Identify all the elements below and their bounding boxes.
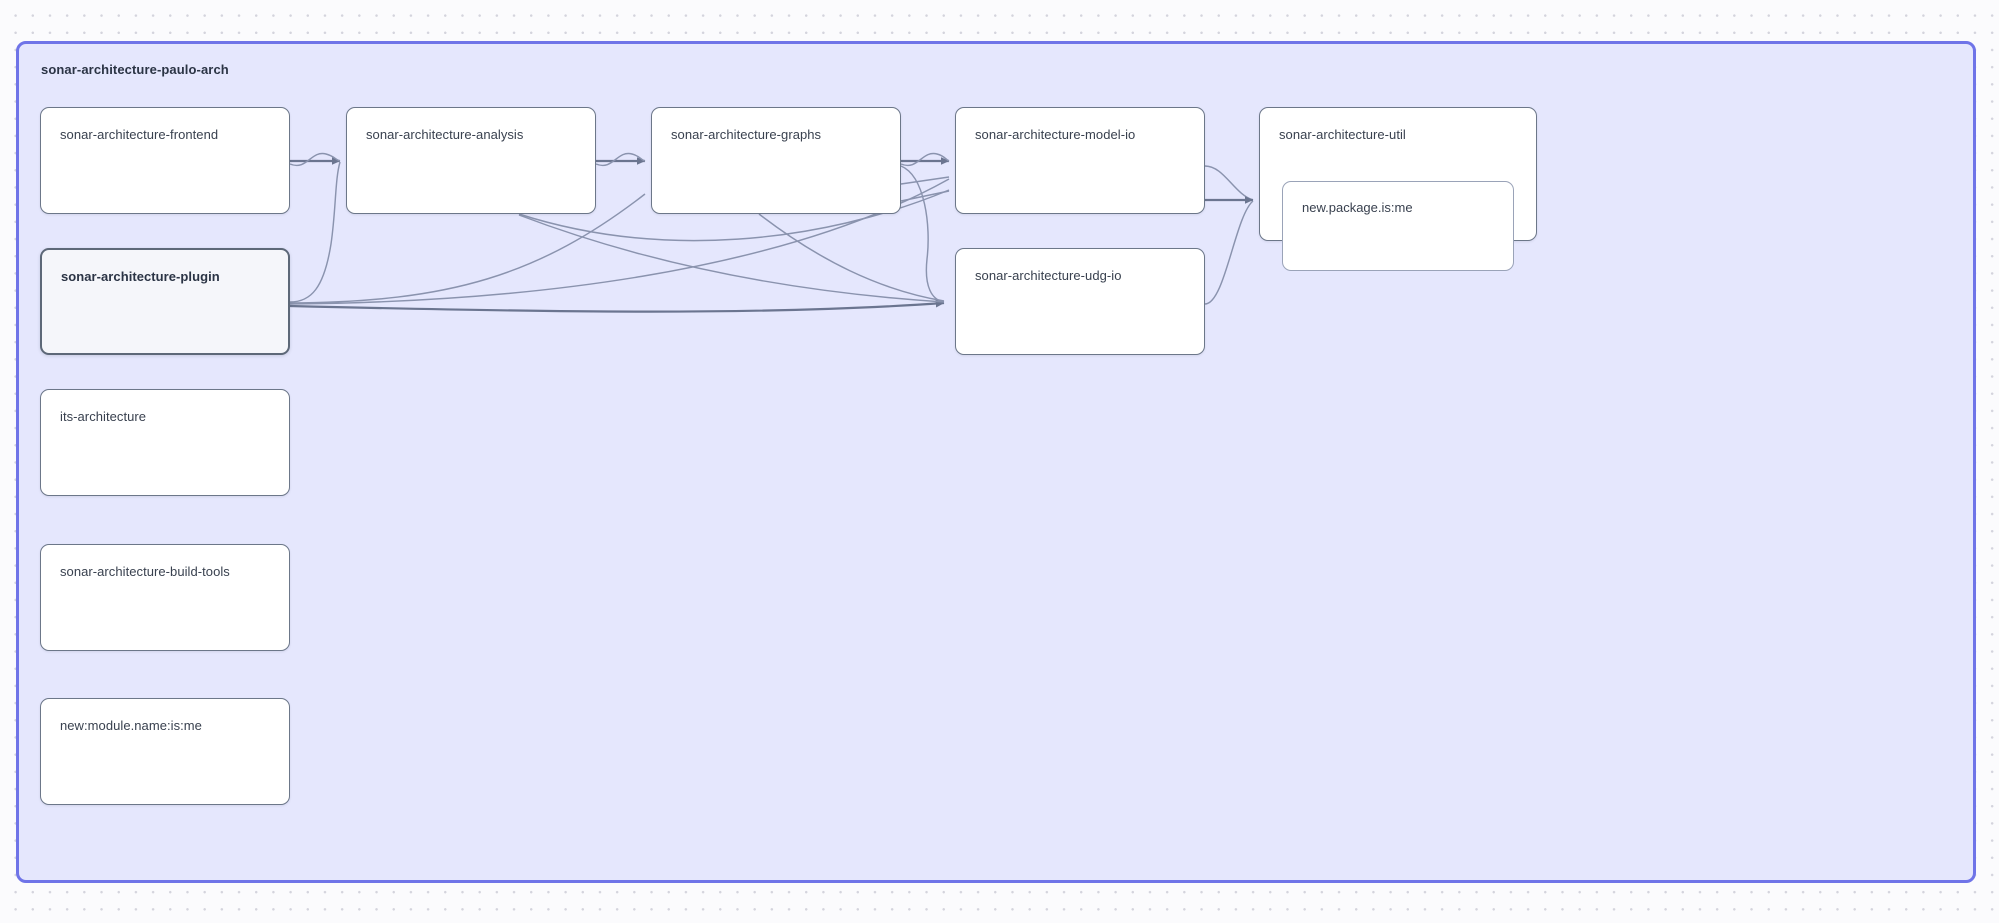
group-title: sonar-architecture-paulo-arch xyxy=(41,62,229,77)
node-label: sonar-architecture-frontend xyxy=(60,127,219,142)
node-sonar-architecture-frontend[interactable]: sonar-architecture-frontend xyxy=(40,107,290,214)
node-label: sonar-architecture-build-tools xyxy=(60,564,230,579)
node-label: sonar-architecture-util xyxy=(1279,127,1406,142)
node-label: sonar-architecture-analysis xyxy=(366,127,524,142)
node-label: sonar-architecture-model-io xyxy=(975,127,1136,142)
node-sonar-architecture-analysis[interactable]: sonar-architecture-analysis xyxy=(346,107,596,214)
edge-graphs-model-io-alt2 xyxy=(900,190,950,202)
node-new-module-name-is-me[interactable]: new:module.name:is:me xyxy=(40,698,290,805)
node-sonar-architecture-util[interactable]: sonar-architecture-util new.package.is:m… xyxy=(1259,107,1537,271)
node-label: sonar-architecture-udg-io xyxy=(975,268,1122,283)
node-sonar-architecture-model-io[interactable]: sonar-architecture-model-io xyxy=(955,107,1205,214)
edge-graphs-model-io-alt1 xyxy=(900,176,950,185)
node-label: sonar-architecture-plugin xyxy=(61,269,220,284)
node-its-architecture[interactable]: its-architecture xyxy=(40,389,290,496)
edge-plugin-analysis xyxy=(289,161,341,303)
node-sonar-architecture-graphs[interactable]: sonar-architecture-graphs xyxy=(651,107,901,214)
package-label: new.package.is:me xyxy=(1302,200,1413,215)
node-label: sonar-architecture-graphs xyxy=(671,127,822,142)
edge-frontend-analysis-wave xyxy=(289,152,341,167)
edge-analysis-graphs-wave xyxy=(595,152,646,167)
edge-graphs-udg-io xyxy=(900,165,945,303)
edge-udg-io-util xyxy=(1204,200,1254,305)
node-sonar-architecture-udg-io[interactable]: sonar-architecture-udg-io xyxy=(955,248,1205,355)
node-label: its-architecture xyxy=(60,409,147,424)
node-sonar-architecture-build-tools[interactable]: sonar-architecture-build-tools xyxy=(40,544,290,651)
node-new-package-is-me[interactable]: new.package.is:me xyxy=(1282,181,1514,271)
node-label: new:module.name:is:me xyxy=(60,718,202,733)
edge-model-io-util-upper xyxy=(1204,165,1254,201)
edge-plugin-udg-io xyxy=(289,299,945,313)
edge-graphs-udg-io-alt xyxy=(758,213,945,302)
group-container-sonar-architecture-paulo-arch[interactable]: sonar-architecture-paulo-arch xyxy=(16,41,1976,883)
edge-graphs-model-io-wave xyxy=(900,152,950,167)
edge-analysis-udg-io xyxy=(518,214,945,303)
node-sonar-architecture-plugin[interactable]: sonar-architecture-plugin xyxy=(40,248,290,355)
